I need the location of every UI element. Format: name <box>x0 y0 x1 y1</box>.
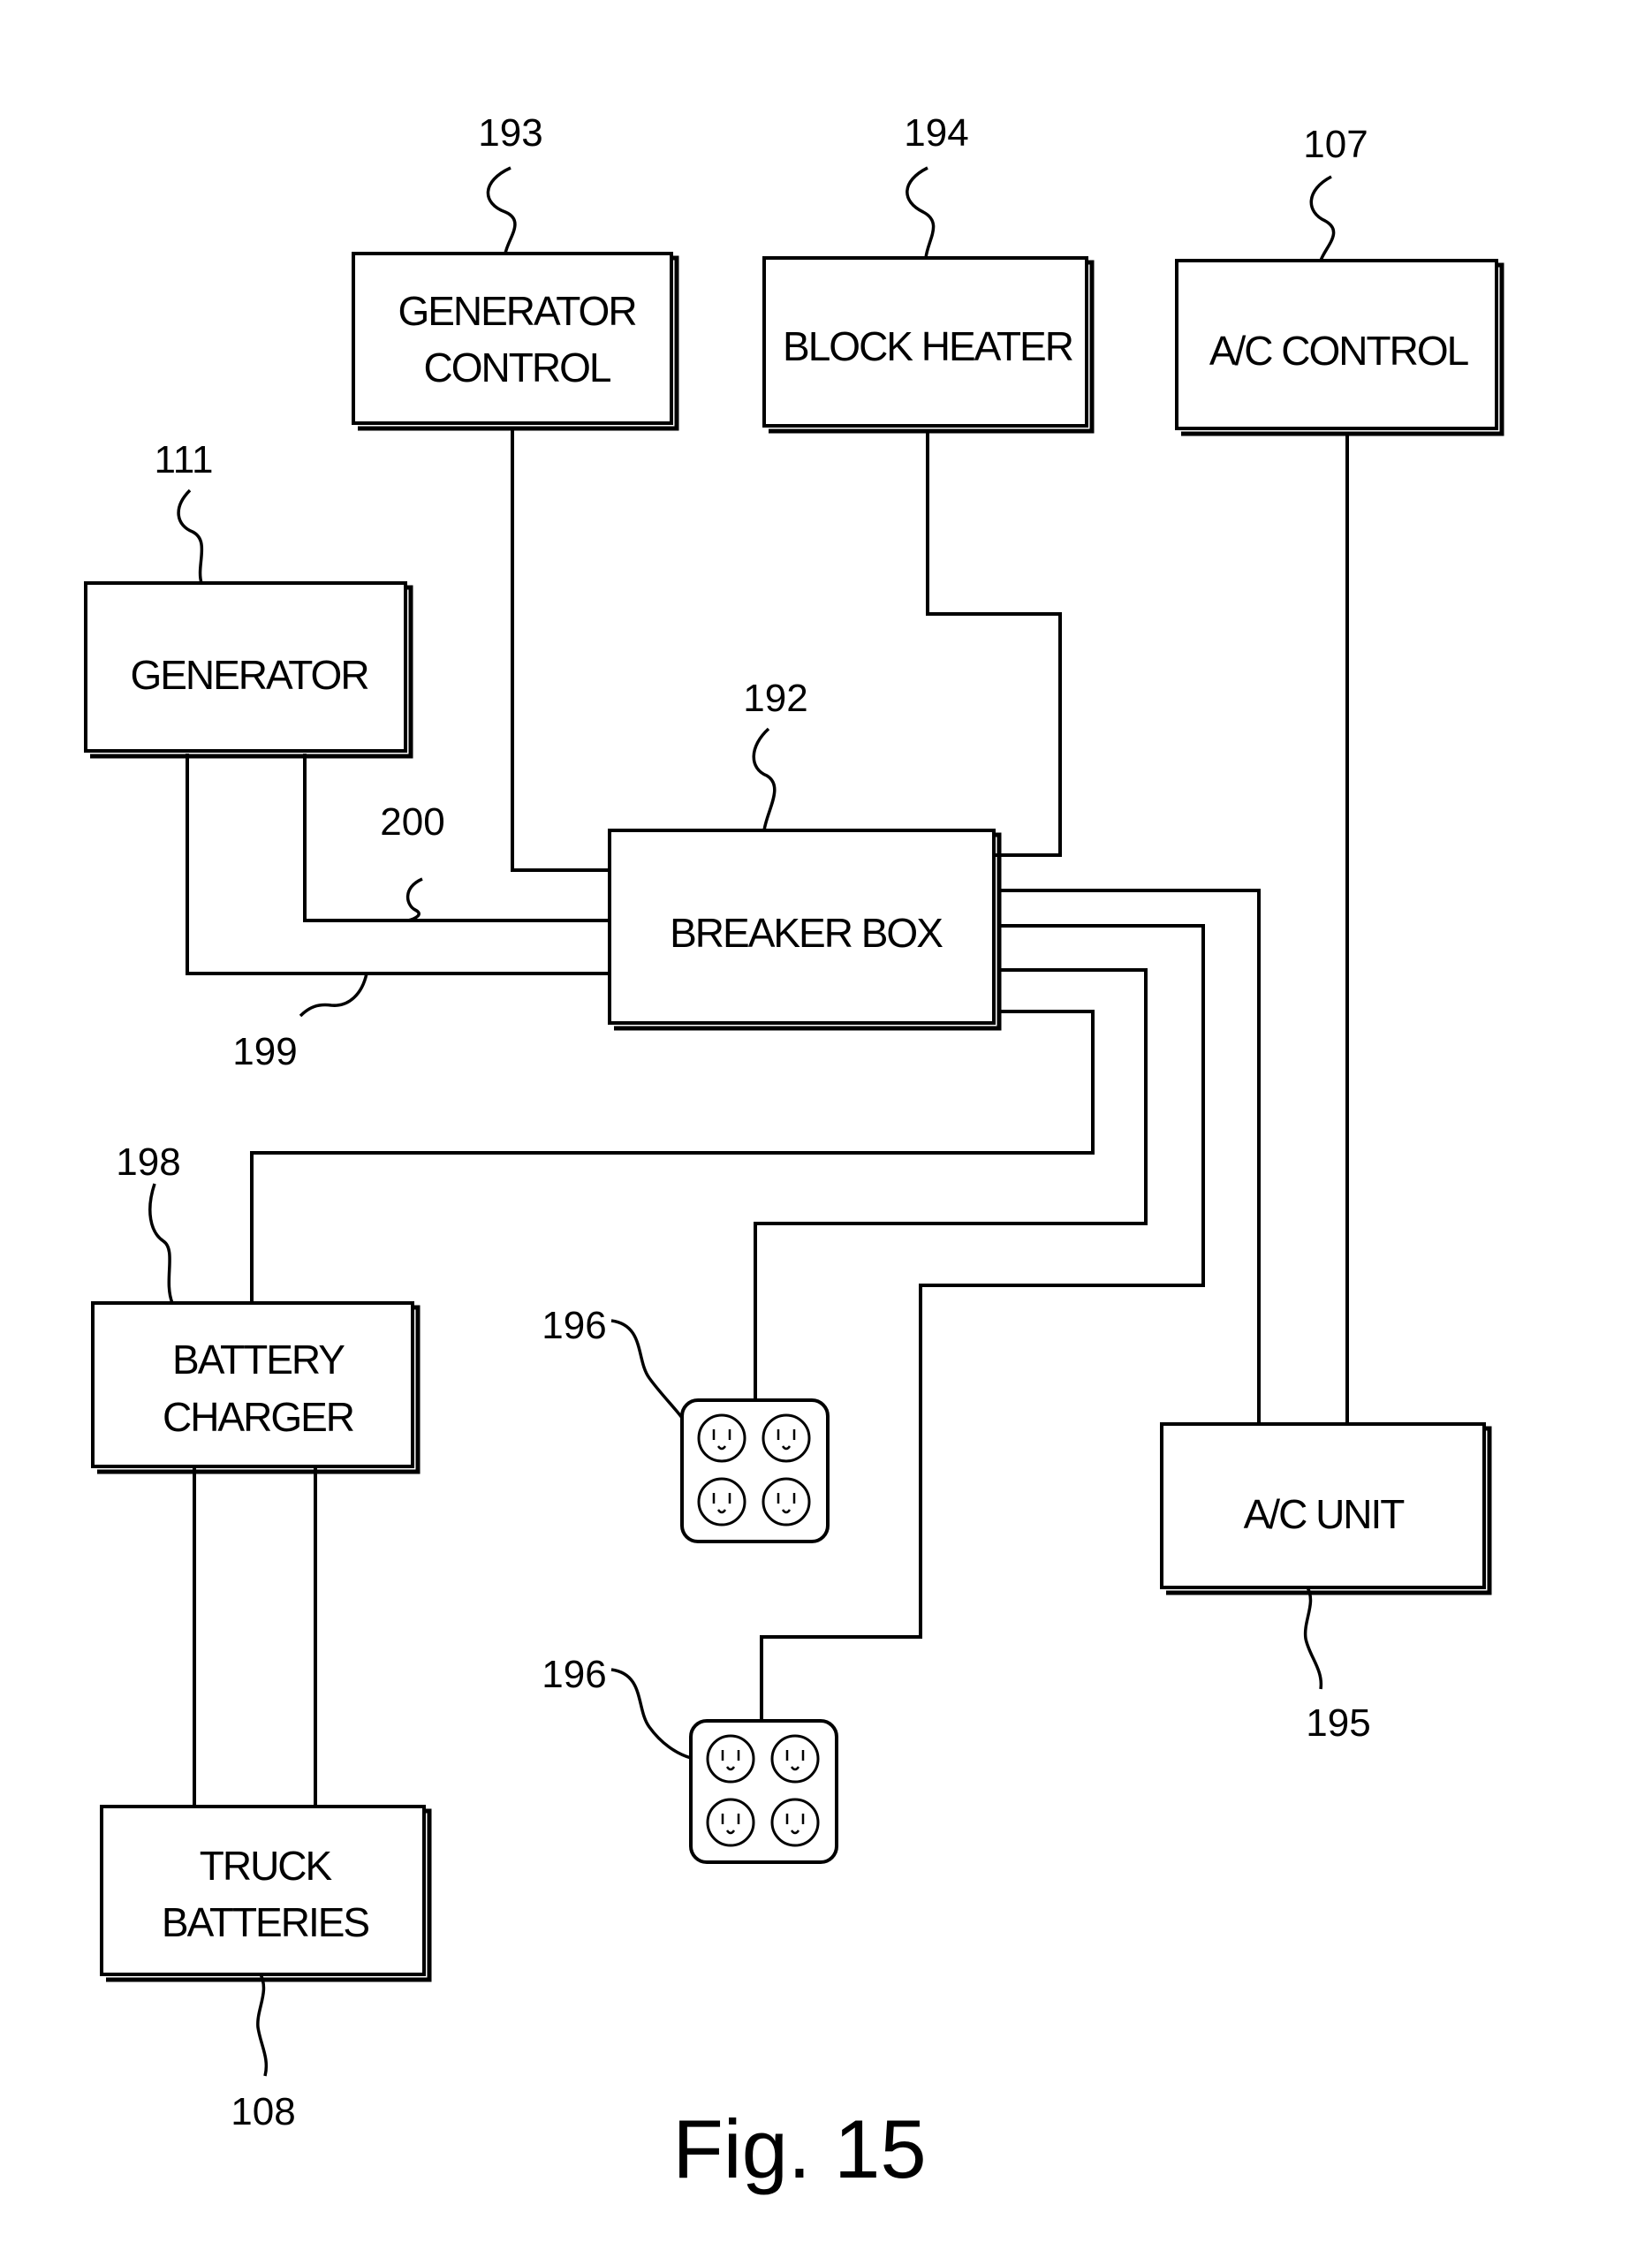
breaker-box: BREAKER BOX <box>608 829 1002 1031</box>
outlet-receptacle-icon <box>697 1413 811 1527</box>
generator-control-label-line2: CONTROL <box>424 345 611 390</box>
wire-breaker-ac-unit <box>998 889 1261 1424</box>
wire-199 <box>186 754 610 975</box>
ref-199: 199 <box>232 1030 297 1073</box>
truck-batteries-label-line2: BATTERIES <box>162 1899 369 1945</box>
generator-control-label-line1: GENERATOR <box>398 288 636 334</box>
wire-breaker-outlet-lower <box>760 924 1205 1721</box>
ac-control-label: A/C CONTROL <box>1209 328 1469 374</box>
generator-control-box: GENERATOR CONTROL <box>352 252 679 431</box>
wire-breaker-outlet-upper <box>754 968 1148 1400</box>
block-heater-box: BLOCK HEATER <box>762 256 1095 434</box>
ref-193: 193 <box>478 111 542 155</box>
wire-200 <box>303 754 610 922</box>
ref-195: 195 <box>1306 1701 1370 1745</box>
wire-breaker-battery-charger <box>250 1010 1095 1303</box>
ref-196-lower: 196 <box>542 1653 606 1696</box>
ref-111: 111 <box>155 438 214 481</box>
battery-charger-label-line1: BATTERY <box>172 1337 345 1383</box>
outlet-receptacle-icon <box>706 1734 820 1847</box>
truck-batteries-label-line1: TRUCK <box>200 1843 333 1889</box>
wire-generator-control-breaker <box>511 430 610 872</box>
wires <box>186 430 1349 1807</box>
figure-caption: Fig. 15 <box>672 2102 926 2195</box>
ac-control-box: A/C CONTROL <box>1175 259 1504 436</box>
ref-196-upper: 196 <box>542 1304 606 1347</box>
generator-label: GENERATOR <box>130 652 368 698</box>
block-heater-label: BLOCK HEATER <box>783 323 1073 369</box>
generator-box: GENERATOR <box>84 581 413 759</box>
ref-108: 108 <box>231 2090 295 2133</box>
truck-batteries-box: TRUCK BATTERIES <box>100 1805 432 1982</box>
battery-charger-label-line2: CHARGER <box>163 1394 354 1440</box>
battery-charger-box: BATTERY CHARGER <box>91 1301 421 1474</box>
ref-107: 107 <box>1303 123 1368 166</box>
breaker-box-label: BREAKER BOX <box>670 910 943 956</box>
ref-198: 198 <box>116 1140 180 1184</box>
outlet-upper <box>680 1398 830 1543</box>
outlet-lower <box>689 1719 838 1864</box>
ac-unit-box: A/C UNIT <box>1160 1422 1492 1595</box>
ref-192: 192 <box>743 677 807 720</box>
leader-lines <box>148 166 1336 2077</box>
wire-block-heater-breaker <box>926 430 1062 857</box>
ac-unit-label: A/C UNIT <box>1244 1491 1406 1537</box>
reference-numerals: 193 194 107 111 192 200 199 198 196 196 … <box>116 111 1370 2133</box>
ref-194: 194 <box>904 111 968 155</box>
ref-200: 200 <box>380 800 444 844</box>
